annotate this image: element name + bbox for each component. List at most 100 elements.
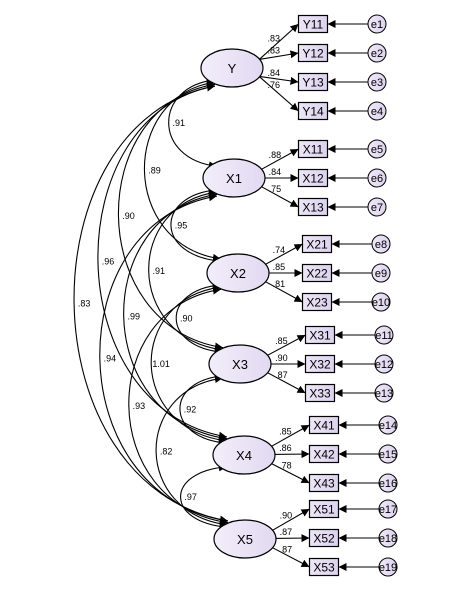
error-circle-e8	[371, 234, 391, 254]
correlation-label-y-x5: .83	[78, 299, 91, 309]
error-label-e10: e10	[372, 297, 390, 309]
indicator-x51: X51	[308, 499, 340, 519]
indicator-x23: X23	[301, 292, 333, 312]
indicator-box-x22	[301, 263, 333, 283]
indicator-label-x42: X42	[313, 448, 335, 462]
error-label-e16: e16	[379, 478, 397, 490]
error-label-e1: e1	[371, 19, 383, 31]
error-label-e9: e9	[375, 268, 387, 280]
correlation-label-x3-x4: .92	[184, 405, 197, 415]
indicator-box-x31	[304, 325, 336, 345]
indicator-label-y13: Y13	[302, 76, 324, 90]
error-e3: e3	[367, 72, 387, 92]
error-label-e3: e3	[371, 77, 383, 89]
indicator-x53: X53	[308, 557, 340, 577]
error-circle-e1	[367, 14, 387, 34]
indicator-label-x53: X53	[313, 561, 335, 575]
indicator-box-x51	[308, 499, 340, 519]
error-label-e15: e15	[379, 449, 397, 461]
correlation-arc-x2-x3	[175, 281, 223, 356]
error-label-e8: e8	[375, 239, 387, 251]
indicator-label-x41: X41	[313, 419, 335, 433]
correlation-arc-y-x5	[73, 83, 229, 524]
loading-label-y11: .83	[267, 34, 280, 44]
indicator-box-x21	[301, 234, 333, 254]
error-circle-e11	[374, 325, 394, 345]
loading-path-x21	[265, 243, 303, 265]
loading-path-x41	[271, 424, 310, 447]
indicator-label-x33: X33	[309, 387, 331, 401]
indicator-x41: X41	[308, 415, 340, 435]
latent-label-x1: X1	[226, 171, 242, 186]
indicator-y12: Y12	[297, 43, 329, 63]
error-circle-e3	[367, 72, 387, 92]
latent-x3: X3	[208, 344, 272, 384]
loading-label-x11: .88	[269, 150, 282, 160]
error-e16: e16	[378, 473, 398, 493]
error-e14: e14	[378, 415, 398, 435]
latent-x2: X2	[206, 253, 270, 293]
indicator-box-x32	[304, 354, 336, 374]
correlation-label-x2-x4: 1.01	[152, 359, 170, 369]
error-label-e5: e5	[371, 144, 383, 156]
correlation-arc-x1-x3	[148, 189, 224, 353]
correlation-label-y-x2: .89	[148, 166, 161, 176]
error-e12: e12	[374, 354, 394, 374]
loading-label-x53: .87	[280, 545, 293, 555]
error-e1: e1	[367, 14, 387, 34]
loading-label-x21: .74	[273, 245, 286, 255]
indicator-label-x51: X51	[313, 503, 335, 517]
correlation-label-y-x4: .96	[102, 257, 115, 267]
error-e19: e19	[378, 557, 398, 577]
indicator-box-y13	[297, 72, 329, 92]
indicator-x11: X11	[297, 139, 329, 159]
indicator-label-x13: X13	[302, 201, 324, 215]
latent-label-x4: X4	[236, 448, 252, 463]
loading-label-x13: .75	[269, 184, 282, 194]
latent-ellipse-x3	[208, 344, 272, 384]
correlation-arc-x3-x5	[155, 375, 229, 528]
indicator-x42: X42	[308, 444, 340, 464]
indicator-y11: Y11	[297, 14, 329, 34]
correlation-label-x1-x5: .94	[104, 354, 117, 364]
indicator-label-y12: Y12	[302, 47, 324, 61]
error-label-e2: e2	[371, 48, 383, 60]
error-label-e6: e6	[371, 173, 383, 185]
latent-ellipse-y	[200, 48, 264, 88]
error-e5: e5	[367, 139, 387, 159]
correlation-label-x1-x4: .99	[127, 312, 140, 322]
loading-label-x42: .86	[279, 443, 292, 453]
indicator-label-y11: Y11	[303, 18, 324, 32]
loading-label-x51: .90	[280, 510, 293, 520]
indicator-x52: X52	[308, 528, 340, 548]
loading-path-x33	[267, 372, 306, 394]
error-e8: e8	[371, 234, 391, 254]
loading-label-y12: .83	[267, 46, 280, 56]
indicator-box-x43	[308, 473, 340, 493]
latent-ellipse-x1	[202, 158, 266, 198]
latent-x1: X1	[202, 158, 266, 198]
loading-path-x11	[261, 148, 299, 170]
error-e15: e15	[378, 444, 398, 464]
indicator-box-x33	[304, 383, 336, 403]
correlation-label-x2-x3: .90	[180, 314, 193, 324]
error-label-e19: e19	[379, 562, 397, 574]
loading-path-y12	[259, 50, 299, 60]
indicator-box-x52	[308, 528, 340, 548]
error-circle-e5	[367, 139, 387, 159]
loading-label-x33: .87	[275, 370, 288, 380]
correlation-label-x4-x5: .97	[184, 492, 197, 502]
indicator-x31: X31	[304, 325, 336, 345]
latent-y: Y	[200, 48, 264, 88]
indicator-box-y12	[297, 43, 329, 63]
indicator-box-x41	[308, 415, 340, 435]
indicator-box-x42	[308, 444, 340, 464]
latent-label-x3: X3	[232, 357, 248, 372]
indicator-label-x52: X52	[313, 532, 335, 546]
correlation-arc-x1-x5	[99, 193, 229, 524]
error-circle-e16	[378, 473, 398, 493]
loading-label-x32: .90	[275, 353, 288, 363]
indicator-box-x53	[308, 557, 340, 577]
